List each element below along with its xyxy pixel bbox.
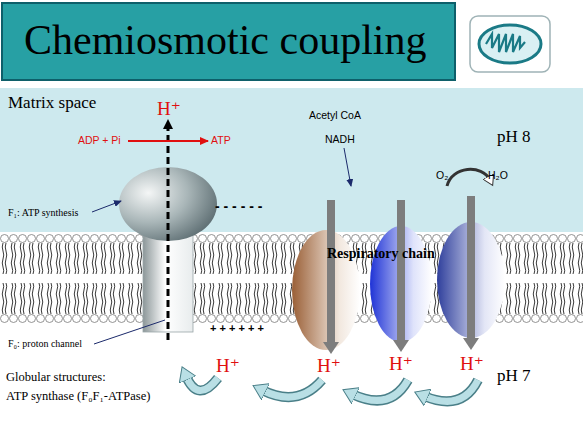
note-label: ATP synthase (F₀F₁-ATPase) xyxy=(6,390,150,404)
title-banner xyxy=(2,3,455,80)
mitochondrion-icon xyxy=(470,16,550,72)
part-label: F₀: proton channel xyxy=(8,338,82,349)
charge-label: - - - - - - xyxy=(215,199,262,214)
product-label: H₂O xyxy=(488,170,508,182)
product-label: ATP xyxy=(211,135,231,147)
substrate-label: Acetyl CoA xyxy=(309,110,361,122)
slide-title: Chemiosmotic coupling xyxy=(24,17,426,63)
complex-label: Respiratory chain xyxy=(327,246,435,261)
ph-label: pH 8 xyxy=(497,128,531,147)
note-label: Globular structures: xyxy=(6,371,106,385)
reactant-label: ADP + Pi xyxy=(78,135,121,147)
matrix-label: Matrix space xyxy=(8,94,96,113)
ion-label: H⁺ xyxy=(460,354,484,375)
matrix-band: Matrix space pH 8 xyxy=(0,88,583,232)
leader-line xyxy=(94,320,165,344)
ph-label: pH 7 xyxy=(497,367,531,386)
substrate-label: NADH xyxy=(325,134,355,146)
ion-label: H⁺ xyxy=(317,356,341,377)
reaction-arrow xyxy=(128,140,208,142)
ion-label: H⁺ xyxy=(216,356,240,377)
proton-flow-arrows xyxy=(186,376,478,401)
ion-label: H⁺ xyxy=(157,99,181,120)
substrate-label: O₂ xyxy=(436,170,448,182)
charge-label: + + + + + + xyxy=(210,322,264,334)
part-label: F₁: ATP synthesis xyxy=(8,207,78,218)
ion-label: H⁺ xyxy=(389,354,413,375)
